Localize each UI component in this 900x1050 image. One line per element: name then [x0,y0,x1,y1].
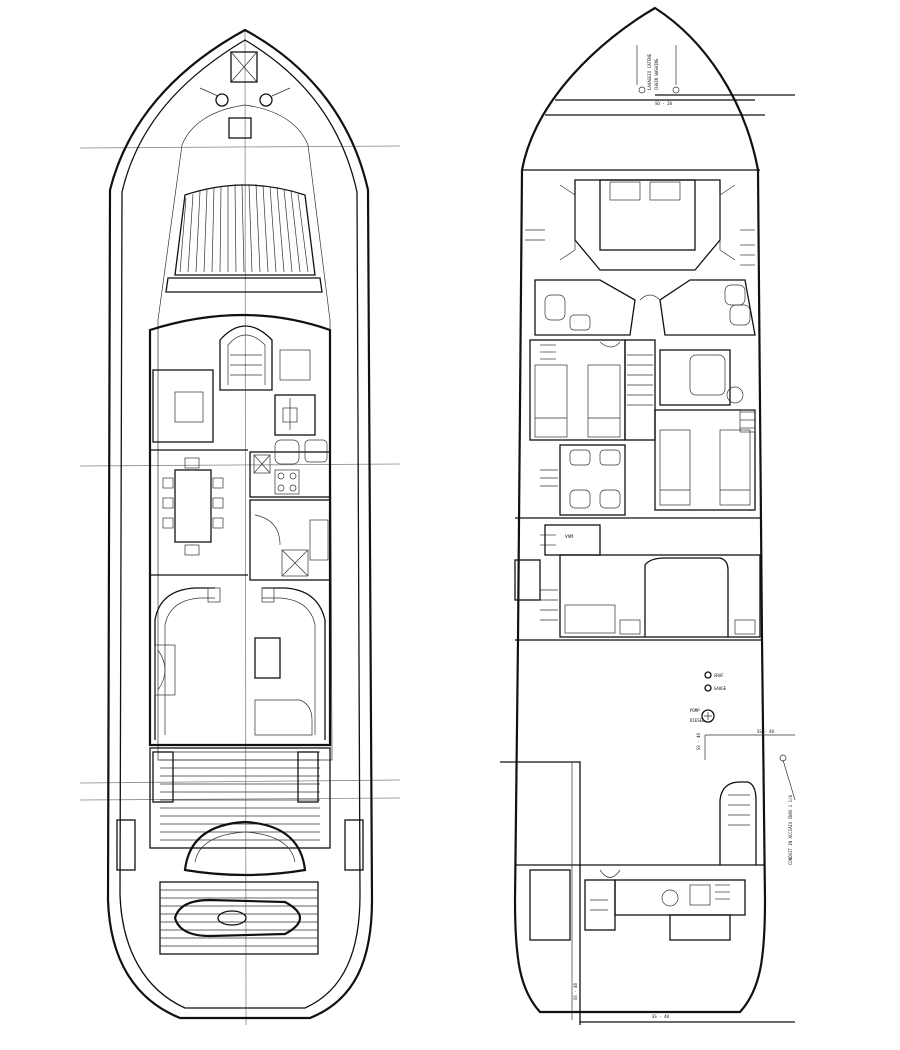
control-label-2: GAUGE [714,686,727,691]
hull-outline [106,28,374,1020]
icon-vvm: VVM [565,534,573,540]
chain-locker: LAVAGGIO CATENE CHAIN WASHING SO - 20 [545,45,795,116]
helm-station [152,325,316,443]
control-label-3: POMP [690,708,700,713]
aft-deck [116,747,364,877]
station-label-a: SO - 20 [655,101,672,106]
aft-seat [183,820,307,877]
station-label-b: SS - 40 [757,729,774,734]
aft-crew-quarters: SS - 48 SS - 40 [500,761,795,1025]
sunpad [165,183,323,293]
port-guest-cabin [529,339,626,441]
station-label-e: SS - 40 [652,1014,669,1019]
fuel-pump-symbol [701,709,715,723]
swim-platform [159,881,319,955]
salon [154,587,326,740]
hull-inner-line [119,39,361,1009]
central-stair [624,339,656,441]
starboard-guest-cabin [654,349,756,511]
anchor-label-1: LAVAGGIO CATENE [647,53,652,90]
engine-room: GRAF GAUGE POMP DIESEL SS - 40 SS - 40 C… [515,639,796,865]
jet-ski [173,898,302,938]
lower-deck-plan: LAVAGGIO CATENE CHAIN WASHING SO - 20 [500,6,796,1025]
aft-lower-cabins: VVM [514,517,761,638]
deckhouse-outline [148,313,332,747]
fold-lines [79,29,401,1026]
mid-heads [540,444,626,516]
bow-area [199,51,291,139]
galley [249,439,331,581]
control-label-1: GRAF [714,673,724,678]
windlass-left [215,93,229,107]
forward-hatch [228,117,252,139]
station-label-d: SS - 48 [573,983,578,1000]
dining-area [150,449,248,576]
main-deck-plan [79,28,401,1026]
control-label-4: DIESEL [690,718,705,723]
forward-heads [534,279,756,336]
station-label-c: SS - 40 [696,733,701,750]
forward-cabin [522,169,760,271]
windlass-right [259,93,273,107]
lower-hull-outline [513,6,767,1014]
side-note-label: CONDUIT IN ACCIAIO INOX 1 1/4 [788,795,793,865]
anchor-label-2: CHAIN WASHING [654,58,659,90]
